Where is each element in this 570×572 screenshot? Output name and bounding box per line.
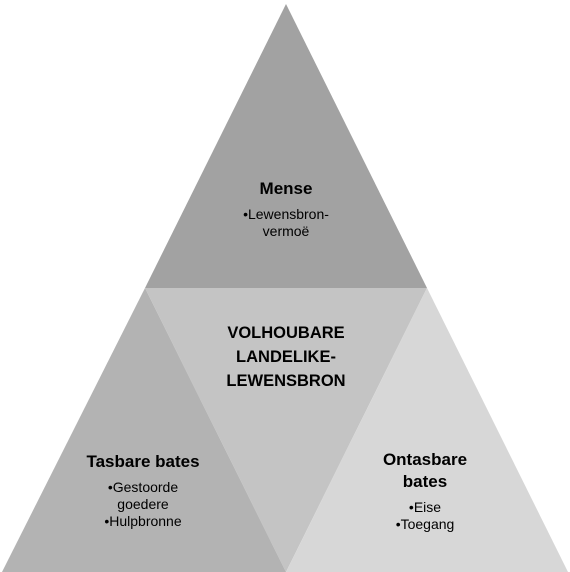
center-line-2: LANDELIKE- — [236, 347, 336, 366]
right-title-line-1: Ontasbare — [382, 450, 468, 469]
left-section-label: Tasbare bates •Gestoorde goedere •Hulpbr… — [58, 451, 228, 530]
center-line-3: LEWENSBRON — [226, 371, 346, 390]
top-triangle — [145, 4, 427, 288]
right-section-label: Ontasbare bates •Eise •Toegang — [350, 449, 500, 533]
center-section-label: VOLHOUBARE LANDELIKE- LEWENSBRON — [186, 322, 386, 394]
right-item-2: •Toegang — [395, 516, 455, 533]
right-section-items: •Eise •Toegang — [350, 499, 500, 533]
right-title-line-2: bates — [402, 472, 448, 492]
center-line-1: VOLHOUBARE — [227, 324, 345, 342]
top-item-1: •Lewensbron- — [243, 206, 329, 223]
bottom-left-triangle — [2, 288, 286, 572]
left-item-3: •Hulpbronne — [104, 513, 182, 530]
top-section-items: •Lewensbron- vermoë — [196, 206, 376, 240]
right-item-1: •Eise — [408, 499, 442, 516]
left-item-1: •Gestoorde — [107, 479, 179, 496]
top-item-2: vermoë — [262, 223, 310, 240]
top-section-title: Mense — [259, 179, 313, 198]
top-section-label: Mense •Lewensbron- vermoë — [196, 178, 376, 240]
left-item-2: goedere — [117, 496, 169, 513]
bottom-right-triangle — [286, 288, 568, 572]
center-triangle — [145, 288, 427, 572]
left-section-items: •Gestoorde goedere •Hulpbronne — [58, 479, 228, 530]
left-section-title: Tasbare bates — [86, 452, 200, 471]
